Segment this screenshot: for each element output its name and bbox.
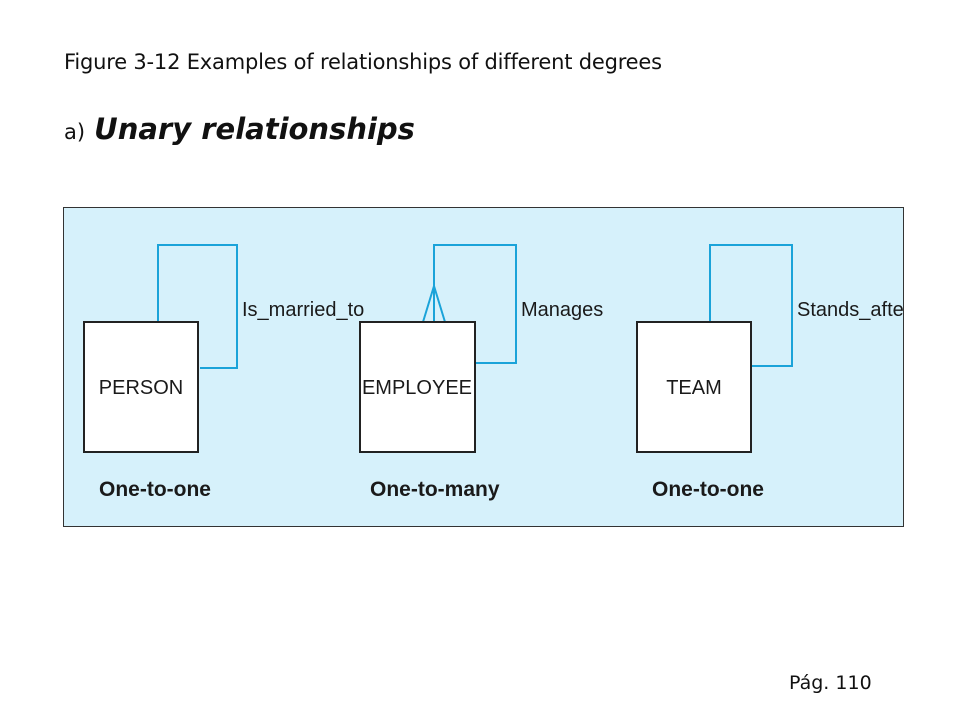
diagram-canvas: PERSON Is_married_to One-to-one EMPLOYEE… <box>83 244 905 501</box>
cardinality-label-team: One-to-one <box>652 478 764 501</box>
figure-title: Figure 3-12 Examples of relationships of… <box>64 50 662 74</box>
subtitle-letter: a) <box>64 120 86 144</box>
entity-label-person: PERSON <box>99 377 183 399</box>
subtitle-name: Unary relationships <box>94 112 415 146</box>
relationship-label-employee: Manages <box>521 299 603 321</box>
relationship-line-team <box>709 244 793 367</box>
relationship-line-person <box>157 244 238 369</box>
crows-foot-icon <box>422 282 446 323</box>
diagram-panel: PERSON Is_married_to One-to-one EMPLOYEE… <box>63 207 905 527</box>
entity-box-employee <box>359 321 476 453</box>
entity-label-employee: EMPLOYEE <box>362 377 472 399</box>
subtitle: a) Unary relationships <box>64 112 415 146</box>
cardinality-label-employee: One-to-many <box>370 478 500 501</box>
relationship-line-employee <box>433 244 517 364</box>
entity-box-person <box>83 321 199 453</box>
entity-box-team <box>636 321 752 453</box>
relationship-label-team: Stands_after <box>797 299 905 321</box>
cardinality-label-person: One-to-one <box>99 478 211 501</box>
page-number: Pág. 110 <box>789 672 872 694</box>
diagram-employee: EMPLOYEE Manages One-to-many <box>359 244 603 501</box>
relationship-label-person: Is_married_to <box>242 299 364 321</box>
diagram-team: TEAM Stands_after One-to-one <box>636 244 905 501</box>
diagram-person: PERSON Is_married_to One-to-one <box>83 244 364 501</box>
entity-label-team: TEAM <box>666 377 722 399</box>
